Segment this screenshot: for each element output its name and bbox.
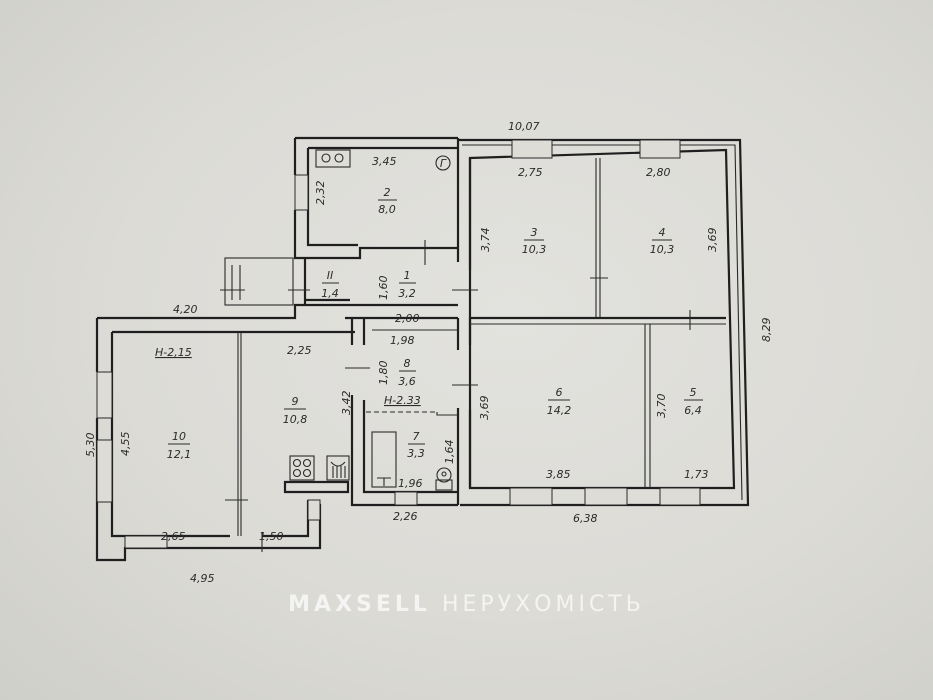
dimension-labels: 10,07 3,45 2,32 2,75 2,80 3,74 3,69 8,29… xyxy=(84,120,773,585)
svg-text:3,3: 3,3 xyxy=(407,447,425,460)
svg-text:H-2.33: H-2.33 xyxy=(384,394,421,407)
svg-text:1,50: 1,50 xyxy=(259,530,284,543)
svg-text:3,69: 3,69 xyxy=(706,228,719,253)
svg-text:3,42: 3,42 xyxy=(340,391,353,416)
svg-text:8,29: 8,29 xyxy=(760,318,773,343)
svg-text:3,85: 3,85 xyxy=(546,468,571,481)
room-II-label: II 1,4 xyxy=(321,269,339,300)
svg-text:2,25: 2,25 xyxy=(287,344,312,357)
svg-text:5: 5 xyxy=(690,386,697,399)
svg-text:H-2,15: H-2,15 xyxy=(155,346,192,359)
svg-text:1: 1 xyxy=(404,269,411,282)
svg-text:2,80: 2,80 xyxy=(646,166,671,179)
room-10-label: 10 12,1 xyxy=(167,430,192,461)
room-7-label: 7 3,3 xyxy=(407,430,425,460)
svg-text:4: 4 xyxy=(659,226,666,239)
svg-text:1,73: 1,73 xyxy=(684,468,709,481)
room-9-label: 9 10,8 xyxy=(283,395,308,426)
svg-text:3,69: 3,69 xyxy=(478,396,491,421)
svg-text:6: 6 xyxy=(556,386,563,399)
svg-text:2,00: 2,00 xyxy=(395,312,420,325)
stove-top-icon xyxy=(315,149,351,168)
svg-text:1,98: 1,98 xyxy=(390,334,415,347)
svg-text:10,8: 10,8 xyxy=(283,413,308,426)
svg-text:9: 9 xyxy=(292,395,299,408)
svg-text:5,30: 5,30 xyxy=(84,433,97,458)
svg-text:3,6: 3,6 xyxy=(398,375,416,388)
windows xyxy=(96,139,701,549)
svg-text:12,1: 12,1 xyxy=(167,448,192,461)
boiler-icon: Г xyxy=(435,155,451,171)
svg-text:Г: Г xyxy=(440,157,447,170)
svg-text:10: 10 xyxy=(172,430,186,443)
svg-text:10,07: 10,07 xyxy=(508,120,540,133)
watermark: MAXSELL НЕРУХОМІСТЬ xyxy=(0,592,933,617)
svg-text:14,2: 14,2 xyxy=(547,404,572,417)
svg-text:1,64: 1,64 xyxy=(443,440,456,465)
room-1-label: 1 3,2 xyxy=(398,269,416,300)
svg-text:10,3: 10,3 xyxy=(650,243,675,256)
svg-text:4,55: 4,55 xyxy=(119,432,132,457)
svg-text:3,74: 3,74 xyxy=(479,228,492,253)
svg-text:II: II xyxy=(327,269,334,282)
room-3-label: 3 10,3 xyxy=(522,226,547,256)
svg-text:4,95: 4,95 xyxy=(190,572,215,585)
toilet-icon xyxy=(435,467,453,491)
room-2-label: 2 8,0 xyxy=(378,186,397,216)
watermark-suffix: НЕРУХОМІСТЬ xyxy=(441,592,645,617)
svg-text:2,26: 2,26 xyxy=(393,510,418,523)
svg-text:1,4: 1,4 xyxy=(321,287,339,300)
bathtub-icon xyxy=(371,431,397,488)
svg-text:2,32: 2,32 xyxy=(314,181,327,206)
sink-icon xyxy=(326,455,350,481)
room-5-label: 5 6,4 xyxy=(684,386,703,417)
svg-text:4,20: 4,20 xyxy=(173,303,198,316)
svg-text:7: 7 xyxy=(413,430,420,443)
svg-text:3: 3 xyxy=(531,226,538,239)
room-6-label: 6 14,2 xyxy=(547,386,572,417)
svg-text:2: 2 xyxy=(384,186,391,199)
svg-text:10,3: 10,3 xyxy=(522,243,547,256)
svg-text:3,70: 3,70 xyxy=(655,394,668,419)
svg-text:3,2: 3,2 xyxy=(398,287,416,300)
svg-text:2,75: 2,75 xyxy=(518,166,543,179)
svg-text:6,38: 6,38 xyxy=(573,512,598,525)
exterior-walls xyxy=(95,136,750,562)
svg-text:8,0: 8,0 xyxy=(378,203,396,216)
room-8-label: 8 3,6 xyxy=(398,357,416,388)
svg-text:1,96: 1,96 xyxy=(398,477,423,490)
svg-text:3,45: 3,45 xyxy=(372,155,397,168)
watermark-brand: MAXSELL xyxy=(288,592,431,617)
door-marks xyxy=(220,240,691,552)
room-4-label: 4 10,3 xyxy=(650,226,675,256)
svg-text:1,80: 1,80 xyxy=(377,361,390,386)
svg-text:2,65: 2,65 xyxy=(161,530,186,543)
svg-text:6,4: 6,4 xyxy=(684,404,702,417)
svg-text:8: 8 xyxy=(404,357,411,370)
stove-icon xyxy=(289,455,315,481)
svg-text:1,60: 1,60 xyxy=(377,276,390,301)
